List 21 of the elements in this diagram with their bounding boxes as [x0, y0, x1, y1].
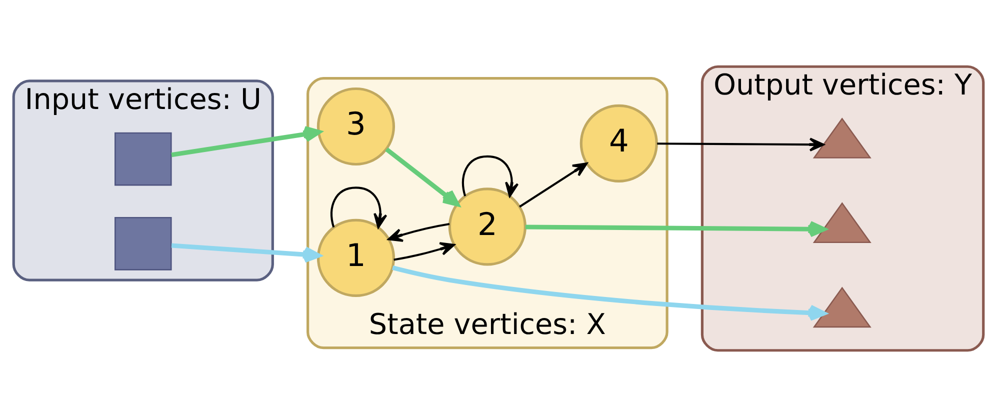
arrow — [171, 126, 321, 158]
node-box — [114, 132, 172, 186]
node-circle: 2 — [448, 188, 526, 266]
node-triangle — [812, 202, 872, 243]
arrow — [394, 242, 455, 261]
arrow — [330, 186, 388, 228]
arrow — [388, 223, 450, 242]
arrow — [657, 138, 824, 152]
node-circle: 4 — [580, 104, 658, 182]
arrow — [519, 162, 588, 208]
node-triangle — [812, 118, 872, 158]
node-circle: 1 — [316, 218, 396, 298]
cluster: Output vertices: Y — [700, 65, 985, 352]
node-circle: 3 — [316, 87, 396, 166]
node-triangle — [812, 286, 872, 328]
arrow — [385, 147, 460, 206]
arrow — [525, 220, 826, 238]
node-box — [114, 216, 172, 270]
arrow — [392, 266, 826, 321]
arrow — [462, 155, 519, 198]
cluster: Input vertices: U — [12, 80, 274, 282]
